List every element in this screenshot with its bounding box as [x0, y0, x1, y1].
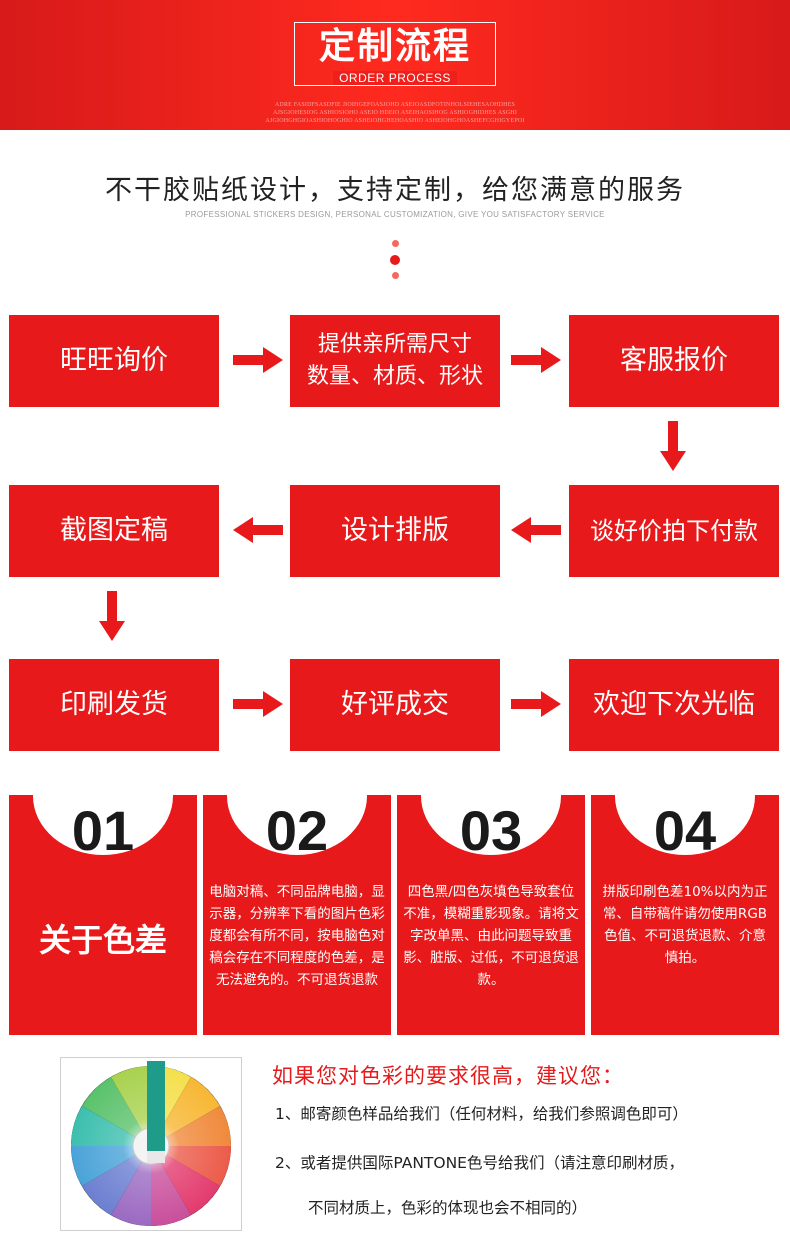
- right-arrow-icon: [511, 691, 561, 717]
- decor-line-1: ADRE FASIDFSASDFIE JIOIHGEFOASJOHD ASEIO…: [274, 102, 516, 108]
- right-arrow-icon: [233, 691, 283, 717]
- card-number: 02: [265, 799, 329, 862]
- decor-dot: [392, 240, 399, 247]
- color-note-line2: 2、或者提供国际PANTONE色号给我们（请注意印刷材质，: [275, 1154, 684, 1172]
- step-quote: 客服报价: [569, 315, 779, 407]
- page-title: 定制流程: [318, 26, 471, 67]
- banner-title-box: 定制流程 ORDER PROCESS: [294, 22, 496, 86]
- color-note-title: 如果您对色彩的要求很高，建议您：: [272, 1064, 624, 1088]
- step-provide-specs-line1: 提供亲所需尺寸: [317, 332, 472, 357]
- step-print-ship: 印刷发货: [9, 659, 219, 751]
- left-arrow-icon: [233, 517, 283, 543]
- step-design-layout: 设计排版: [290, 485, 500, 577]
- right-arrow-icon: [511, 347, 561, 373]
- page-subtitle-text: ORDER PROCESS: [333, 71, 457, 85]
- card-screen-difference: 02 电脑对稿、不同品牌电脑，显示器，分辨率下看的图片色彩度都会有所不同，按电脑…: [203, 795, 391, 1035]
- color-note-line1: 1、邮寄颜色样品给我们（任何材料，给我们参照调色即可）: [275, 1105, 688, 1123]
- card-number: 04: [653, 799, 717, 862]
- step-provide-specs: 提供亲所需尺寸 数量、材质、形状: [290, 315, 500, 407]
- card-description: 拼版印刷色差10%以内为正常、自带稿件请勿使用RGB色值、不可退货退款、介意慎拍…: [602, 884, 768, 966]
- right-arrow-icon: [233, 347, 283, 373]
- headline-subtitle: PROFESSIONAL STICKERS DESIGN, PERSONAL C…: [185, 210, 605, 219]
- page-subtitle: ORDER PROCESS: [295, 70, 495, 86]
- card-heading: 关于色差: [38, 921, 167, 959]
- step-final-screenshot: 截图定稿: [9, 485, 219, 577]
- header-banner: 定制流程 ORDER PROCESS ADRE FASIDFSASDFIE JI…: [0, 0, 790, 130]
- decor-dot: [392, 272, 399, 279]
- decor-line-2: AJSGIOHESIOG ASHIOSIOHO ASEIO HDEIO ASEI…: [272, 110, 518, 116]
- down-arrow-icon: [660, 421, 686, 471]
- card-four-color-black: 03 四色黑/四色灰填色导致套位不准，模糊重影现象。请将文字改单黑、由此问题导致…: [397, 795, 585, 1035]
- banner-decor-text: ADRE FASIDFSASDFIE JIOIHGEFOASJOHD ASEIO…: [260, 101, 530, 125]
- card-number: 01: [71, 799, 135, 862]
- color-fan-image: [60, 1057, 242, 1231]
- step-inquiry: 旺旺询价: [9, 315, 219, 407]
- card-number: 03: [459, 799, 523, 862]
- step-review: 好评成交: [290, 659, 500, 751]
- card-color-difference: 01 关于色差: [9, 795, 197, 1035]
- card-description: 四色黑/四色灰填色导致套位不准，模糊重影现象。请将文字改单黑、由此问题导致重影、…: [403, 884, 579, 988]
- color-note-line3: 不同材质上，色彩的体现也会不相同的）: [308, 1199, 588, 1217]
- left-arrow-icon: [511, 517, 561, 543]
- decor-dot: [390, 255, 400, 265]
- headline: 不干胶贴纸设计，支持定制，给您满意的服务: [105, 175, 685, 206]
- step-welcome-back: 欢迎下次光临: [569, 659, 779, 751]
- card-description: 电脑对稿、不同品牌电脑，显示器，分辨率下看的图片色彩度都会有所不同，按电脑色对稿…: [209, 884, 385, 988]
- step-provide-specs-line2: 数量、材质、形状: [306, 364, 483, 389]
- down-arrow-icon: [99, 591, 125, 641]
- color-fan-graphic: [71, 1061, 231, 1226]
- decor-line-3: AJGIOHGHGIOASHIOHOGHIO ASHEIOHGHEHOASHIO…: [265, 118, 525, 124]
- step-payment: 谈好价拍下付款: [569, 485, 779, 577]
- card-layout-tolerance: 04 拼版印刷色差10%以内为正常、自带稿件请勿使用RGB色值、不可退货退款、介…: [591, 795, 779, 1035]
